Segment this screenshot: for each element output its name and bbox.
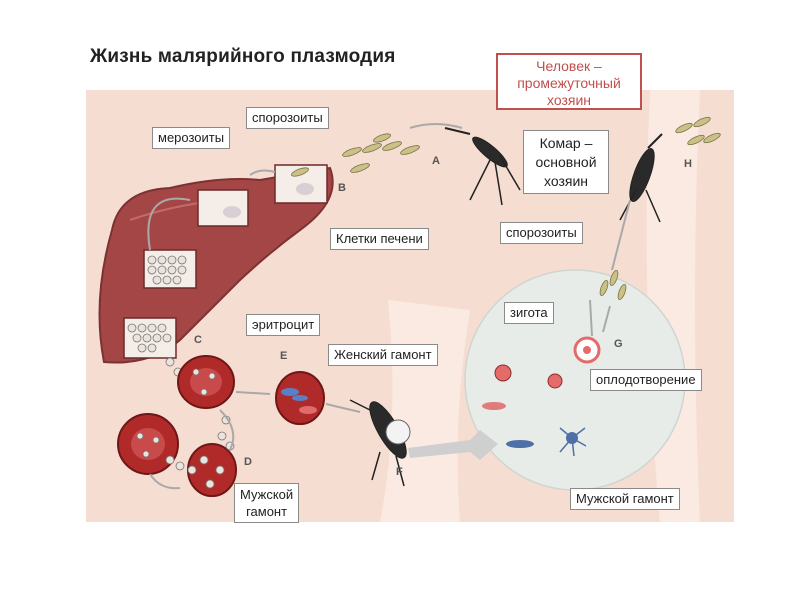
stage-letter-e: E — [280, 350, 288, 362]
stage-letter-b: B — [338, 182, 346, 194]
gut-stages — [482, 336, 601, 457]
label-erythrocyte: эритроцит — [246, 314, 321, 336]
stage-letter-h: H — [684, 158, 692, 170]
mosquito-host-line-1: Комар – — [539, 135, 593, 151]
cycle-arrows — [147, 123, 631, 490]
red-blood-cell-icon — [117, 355, 325, 497]
leg-stripe-left — [380, 300, 470, 522]
label-zygote: зигота — [504, 302, 554, 324]
human-host-line-1: Человек – — [536, 58, 602, 74]
mosquito-host-box: Комар – основной хозяин — [523, 130, 609, 194]
label-fertilization: оплодотворение — [590, 369, 702, 391]
human-host-line-2: промежуточный — [517, 75, 621, 91]
label-liver-cells: Клетки печени — [330, 228, 429, 250]
sporozoite-icon — [291, 116, 721, 300]
mosquito-host-line-3: хозяин — [543, 173, 589, 189]
label-male-gamont-right: Мужской гамонт — [570, 488, 680, 510]
human-host-box: Человек – промежуточный хозяин — [496, 53, 642, 110]
human-host-line-3: хозяин — [546, 92, 592, 108]
label-merozoites: мерозоиты — [152, 127, 231, 149]
stage-letter-c: C — [194, 334, 202, 346]
stage-letter-a: A — [432, 155, 440, 167]
mosquito-host-line-2: основной — [535, 154, 597, 170]
label-male-gamont-left: Мужской гамонт — [234, 483, 300, 523]
large-arrow — [408, 430, 498, 460]
label-sporozoites-right: спорозоиты — [500, 222, 583, 244]
stage-letter-d: D — [244, 456, 252, 468]
stage-letter-g: G — [614, 338, 623, 350]
label-male-gamont-left-line-1: Мужской — [240, 487, 294, 502]
stage-letter-f: F — [396, 466, 403, 478]
diagram-title: Жизнь малярийного плазмодия — [90, 46, 396, 67]
label-female-gamont: Женский гамонт — [328, 344, 438, 366]
label-sporozoites-top: спорозоиты — [246, 107, 329, 129]
label-male-gamont-left-line-2: гамонт — [246, 504, 288, 519]
